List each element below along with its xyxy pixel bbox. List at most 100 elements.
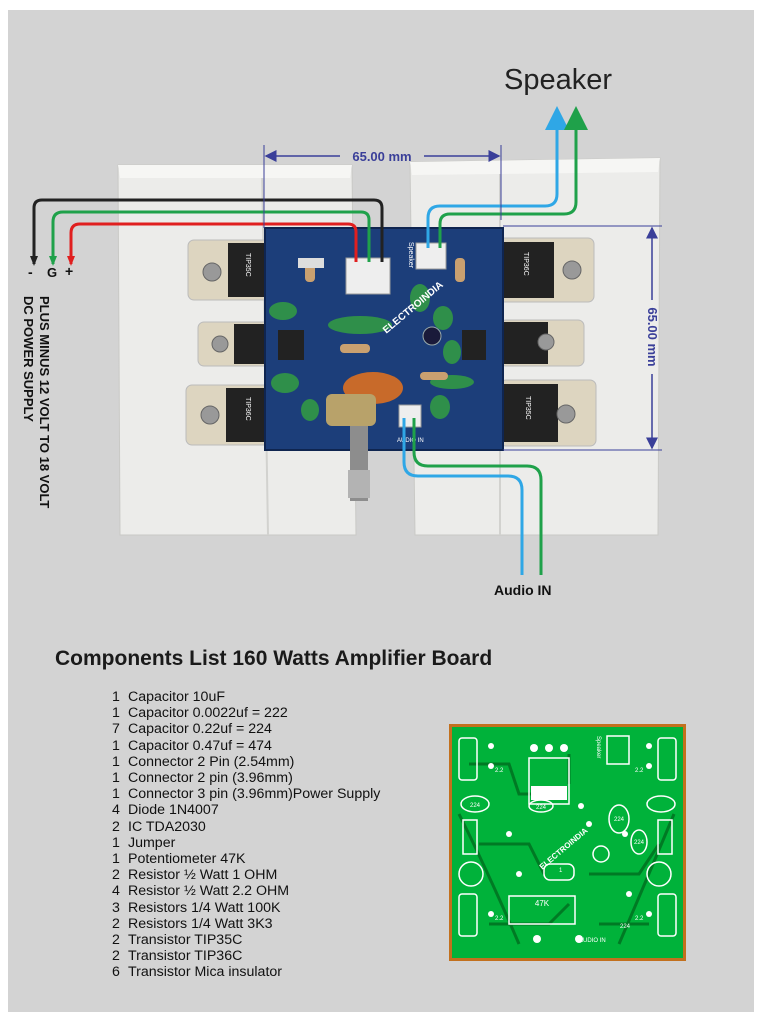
transistor-label-1: TIP35C bbox=[244, 253, 251, 277]
component-name: Connector 2 Pin (2.54mm) bbox=[128, 753, 295, 770]
transistor-right-middle bbox=[499, 319, 585, 367]
pcb-jumper-label: 1 bbox=[559, 868, 563, 874]
component-item: 7 Capacitor 0.22uf = 224 bbox=[112, 721, 380, 737]
component-name: IC TDA2030 bbox=[128, 818, 206, 835]
component-item: 1 Connector 3 pin (3.96mm)Power Supply bbox=[112, 786, 380, 802]
component-item: 2 Resistor ½ Watt 1 OHM bbox=[112, 867, 380, 883]
component-qty: 7 bbox=[112, 721, 120, 738]
component-name: Connector 3 pin (3.96mm)Power Supply bbox=[128, 786, 381, 803]
component-qty: 1 bbox=[112, 786, 120, 803]
component-name: Jumper bbox=[128, 834, 176, 851]
component-item: 4 Diode 1N4007 bbox=[112, 802, 380, 818]
amplifier-assembly-diagram: ELECTROINDIA Speaker AUDIO IN TIP35C TIP… bbox=[30, 106, 662, 575]
dimension-vertical-label: 65.00 mm bbox=[645, 307, 660, 366]
component-qty: 1 bbox=[112, 689, 120, 705]
pcb-pot-label: 47K bbox=[535, 899, 550, 908]
wire-speaker-blue bbox=[426, 106, 569, 248]
pcb-cap-label: 224 bbox=[634, 840, 645, 846]
power-supply-line-1: PLUS MINUS 12 VOLT TO 18 VOLT bbox=[37, 296, 52, 509]
board-speaker-label: Speaker bbox=[407, 242, 414, 269]
component-qty: 4 bbox=[112, 802, 120, 819]
power-supply-line-2: DC POWER SUPPLY bbox=[21, 296, 36, 422]
wire-red bbox=[69, 222, 358, 264]
component-name: Capacitor 0.22uf = 224 bbox=[128, 721, 272, 738]
component-item: 1 Jumper bbox=[112, 835, 380, 851]
component-qty: 2 bbox=[112, 948, 120, 965]
pcb-speaker-label: Speaker bbox=[595, 736, 601, 758]
component-qty: 2 bbox=[112, 915, 120, 932]
pcb-cap-label: 224 bbox=[620, 924, 631, 930]
component-qty: 1 bbox=[112, 705, 120, 722]
pcb-res-label: 2.2 bbox=[495, 768, 504, 774]
component-qty: 1 bbox=[112, 737, 120, 754]
wire-green bbox=[51, 210, 371, 264]
transistor-right-bottom bbox=[499, 379, 597, 447]
component-qty: 1 bbox=[112, 753, 120, 770]
transistor-right-top bbox=[497, 237, 595, 303]
component-item: 2 IC TDA2030 bbox=[112, 819, 380, 835]
power-supply-label: PLUS MINUS 12 VOLT TO 18 VOLT DC POWER S… bbox=[20, 296, 52, 596]
amplifier-board bbox=[264, 227, 504, 501]
wire-speaker-green bbox=[438, 106, 588, 248]
component-item: 1 Capacitor 0.47uf = 474 bbox=[112, 738, 380, 754]
wire-audio-blue bbox=[402, 418, 524, 575]
terminal-plus: + bbox=[65, 263, 74, 279]
component-item: 2 Transistor TIP36C bbox=[112, 948, 380, 964]
dimension-horizontal: 65.00 mm bbox=[263, 145, 502, 228]
component-qty: 1 bbox=[112, 770, 120, 787]
transistor-label-3: TIP36C bbox=[522, 252, 529, 276]
pcb-audio-label: AUDIO IN bbox=[579, 938, 606, 944]
transistor-left-middle bbox=[197, 321, 279, 367]
components-list-title: Components List 160 Watts Amplifier Boar… bbox=[55, 647, 493, 670]
component-item: 2 Resistors 1/4 Watt 3K3 bbox=[112, 916, 380, 932]
terminal-minus: - bbox=[28, 264, 33, 280]
component-qty: 1 bbox=[112, 851, 120, 868]
pcb-res-label: 2.2 bbox=[495, 916, 504, 922]
component-name: Resistors 1/4 Watt 100K bbox=[128, 899, 281, 916]
component-item: 3 Resistors 1/4 Watt 100K bbox=[112, 900, 380, 916]
component-qty: 6 bbox=[112, 964, 120, 981]
component-qty: 4 bbox=[112, 883, 120, 900]
component-name: Capacitor 0.47uf = 474 bbox=[128, 737, 272, 754]
transistor-label-4: TIP35C bbox=[524, 396, 531, 420]
component-name: Resistors 1/4 Watt 3K3 bbox=[128, 915, 273, 932]
component-item: 4 Resistor ½ Watt 2.2 OHM bbox=[112, 883, 380, 899]
pcb-res-label: 2.2 bbox=[635, 916, 644, 922]
board-audio-in-label: AUDIO IN bbox=[397, 438, 424, 444]
component-qty: 3 bbox=[112, 899, 120, 916]
component-name: Capacitor 0.0022uf = 222 bbox=[128, 705, 288, 722]
pcb-res-label: 2.2 bbox=[635, 768, 644, 774]
terminal-ground: G bbox=[47, 265, 58, 280]
component-name: Diode 1N4007 bbox=[128, 802, 219, 819]
component-item: 2 Transistor TIP35C bbox=[112, 932, 380, 948]
component-qty: 2 bbox=[112, 932, 120, 949]
component-qty: 2 bbox=[112, 818, 120, 835]
component-name: Resistor ½ Watt 1 OHM bbox=[128, 867, 278, 884]
pcb-layout-image: ELECTROINDIA Speaker AUDIO IN 47K 224 22… bbox=[449, 724, 686, 961]
pcb-cap-label: 224 bbox=[614, 817, 625, 823]
component-name: Capacitor 10uF bbox=[128, 689, 225, 705]
dimension-vertical: 65.00 mm bbox=[503, 225, 662, 451]
wire-black bbox=[32, 198, 384, 264]
component-qty: 2 bbox=[112, 867, 120, 884]
component-item: 1 Potentiometer 47K bbox=[112, 851, 380, 867]
component-name: Connector 2 pin (3.96mm) bbox=[128, 770, 293, 787]
pcb-cap-label: 224 bbox=[470, 803, 481, 809]
dimension-horizontal-label: 65.00 mm bbox=[352, 149, 411, 164]
component-name: Transistor TIP36C bbox=[128, 948, 243, 965]
wire-audio-green bbox=[412, 418, 543, 575]
audio-in-label: Audio IN bbox=[494, 582, 552, 598]
component-item: 1 Capacitor 0.0022uf = 222 bbox=[112, 705, 380, 721]
speaker-title: Speaker bbox=[504, 64, 613, 96]
component-name: Transistor Mica insulator bbox=[128, 964, 283, 981]
component-name: Transistor TIP35C bbox=[128, 932, 243, 949]
component-item: 1 Connector 2 pin (3.96mm) bbox=[112, 770, 380, 786]
transistor-label-2: TIP36C bbox=[244, 397, 251, 421]
component-qty: 1 bbox=[112, 834, 120, 851]
component-name: Resistor ½ Watt 2.2 OHM bbox=[128, 883, 290, 900]
component-item: 1 Connector 2 Pin (2.54mm) bbox=[112, 754, 380, 770]
pcb-cap-label: 224 bbox=[536, 805, 547, 811]
component-item: 1 Capacitor 10uF bbox=[112, 689, 380, 705]
component-name: Potentiometer 47K bbox=[128, 851, 246, 868]
